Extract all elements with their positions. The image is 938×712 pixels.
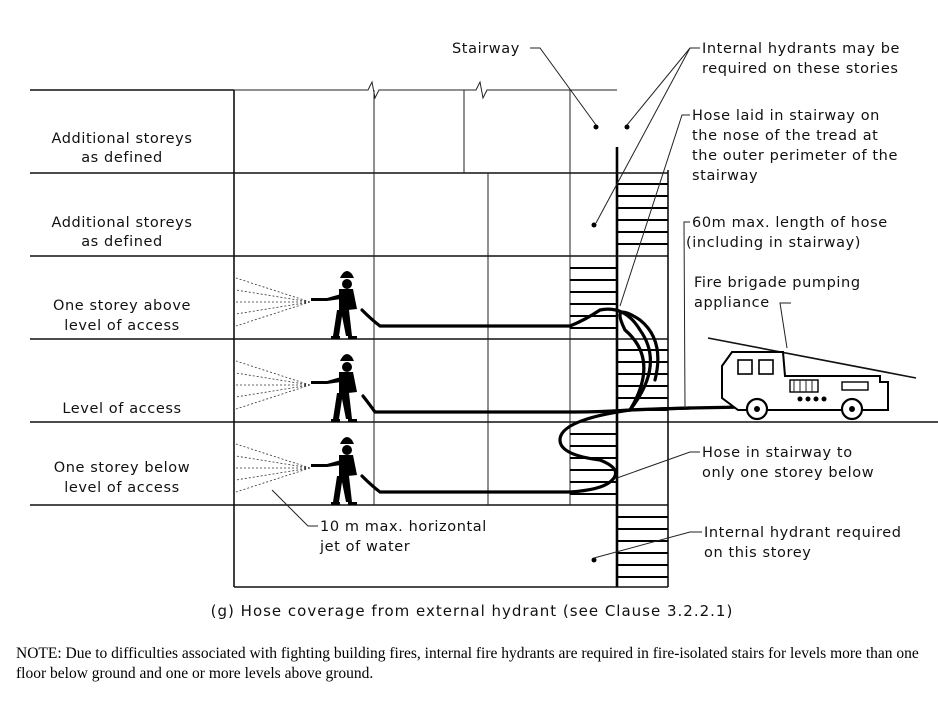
callout-pumping-1: Fire brigade pumping xyxy=(694,275,861,291)
label-additional-top-2: as defined xyxy=(81,150,163,166)
hoses xyxy=(360,307,747,494)
callouts: Stairway Internal hydrants may be requir… xyxy=(319,41,902,561)
callout-hose-laid-1: Hose laid in stairway on xyxy=(692,108,880,124)
callout-internal-req-2: on this storey xyxy=(704,545,811,561)
callout-internal-may-1: Internal hydrants may be xyxy=(702,41,900,57)
leader-lines xyxy=(271,47,791,559)
label-above-1: One storey above xyxy=(53,298,191,314)
callout-hose-below-2: only one storey below xyxy=(702,465,874,481)
callout-stairway: Stairway xyxy=(452,41,520,57)
callout-jet-1: 10 m max. horizontal xyxy=(320,519,487,535)
callout-internal-req-1: Internal hydrant required xyxy=(704,525,902,541)
storey-labels: Additional storeys as defined Additional… xyxy=(51,131,192,496)
label-access: Level of access xyxy=(62,401,181,417)
label-above-2: level of access xyxy=(64,318,180,334)
note-text: NOTE: Due to difficulties associated wit… xyxy=(16,645,919,682)
figure-caption: (g) Hose coverage from external hydrant … xyxy=(211,602,734,620)
callout-hose-length-1: 60m max. length of hose xyxy=(692,215,888,231)
label-additional-2-2: as defined xyxy=(81,234,163,250)
label-additional-top-1: Additional storeys xyxy=(51,131,192,147)
firefighters xyxy=(311,270,357,505)
hose-coverage-diagram: Additional storeys as defined Additional… xyxy=(30,41,938,620)
callout-hose-laid-4: stairway xyxy=(692,168,758,184)
callout-jet-2: jet of water xyxy=(319,539,410,555)
callout-hose-length-2: (including in stairway) xyxy=(686,235,861,251)
callout-hose-below-1: Hose in stairway to xyxy=(702,445,853,461)
callout-pumping-2: appliance xyxy=(694,295,770,311)
callout-hose-laid-3: the outer perimeter of the xyxy=(692,148,898,164)
label-additional-2-1: Additional storeys xyxy=(51,215,192,231)
callout-hose-laid-2: the nose of the tread at xyxy=(692,128,878,144)
fire-truck xyxy=(707,337,917,421)
label-below-1: One storey below xyxy=(54,460,190,476)
hydrant-dots xyxy=(591,124,630,563)
callout-internal-may-2: required on these stories xyxy=(702,61,899,77)
water-jets xyxy=(235,277,311,493)
stair-treads xyxy=(570,183,668,578)
label-below-2: level of access xyxy=(64,480,180,496)
